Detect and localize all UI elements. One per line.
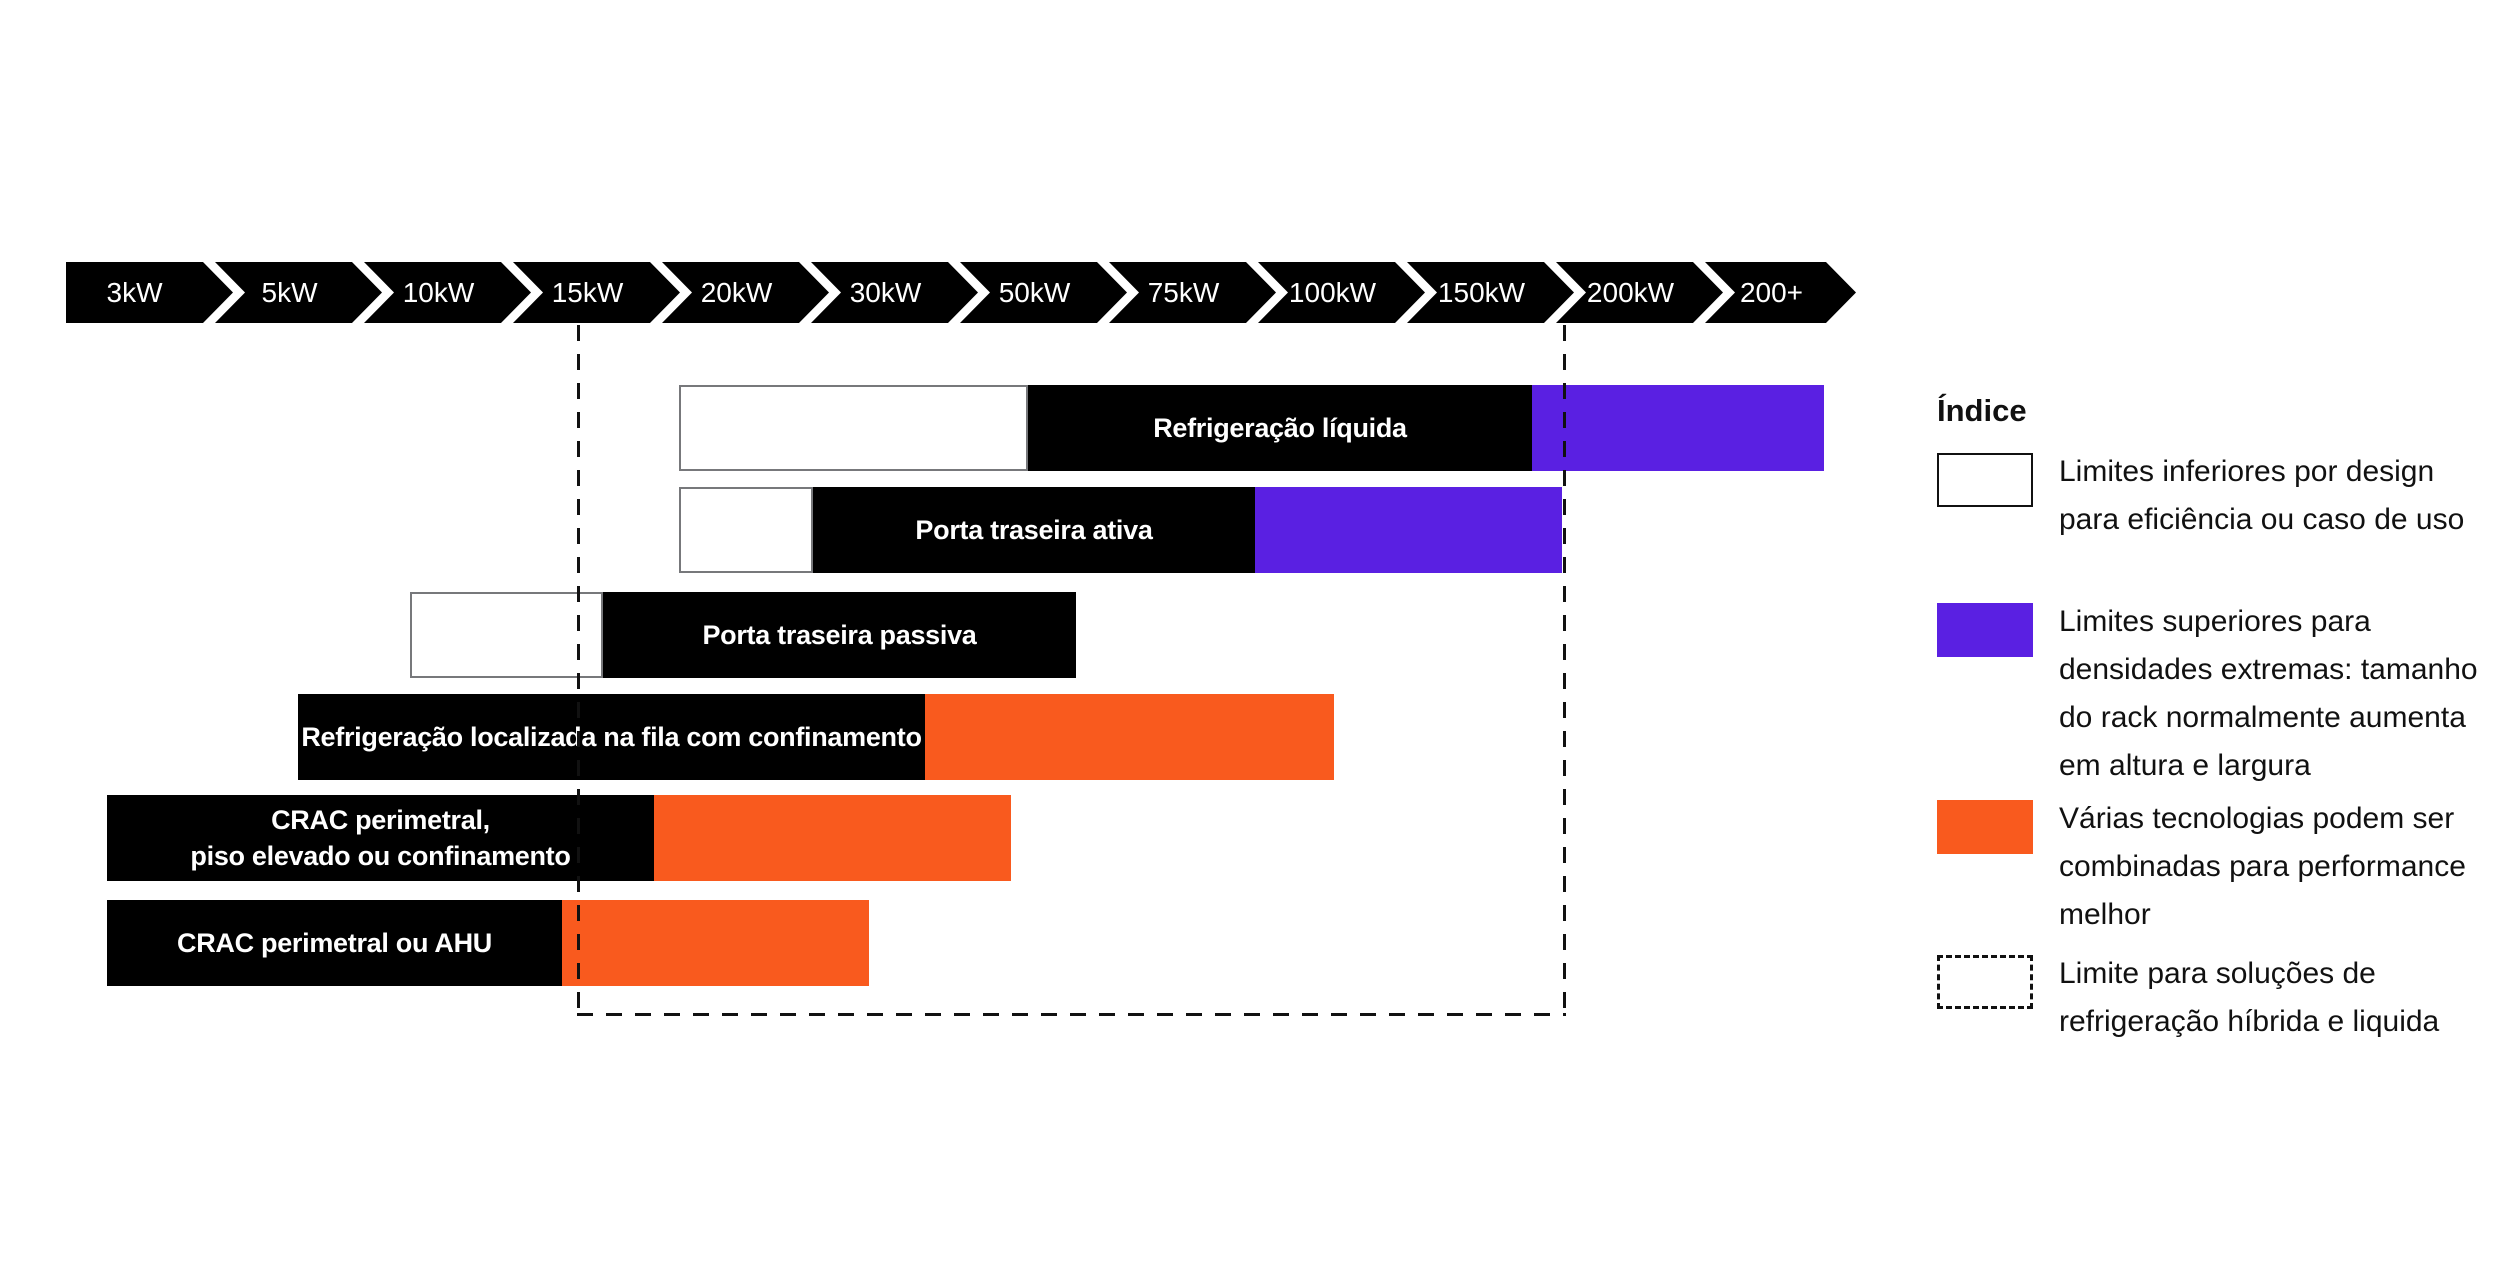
axis-segment-75kW: 75kW [1109, 262, 1276, 323]
axis-tick-label: 5kW [261, 276, 318, 308]
axis-tick-label: 200kW [1586, 276, 1675, 308]
legend-item-text: Limites inferiores por design para efici… [2059, 455, 2465, 536]
axis-tick-label: 10kW [402, 276, 475, 308]
legend-item-upper-limits: Limites superiores para densidades extre… [1937, 598, 2500, 790]
axis-tick-label: 100kW [1288, 276, 1377, 308]
purple-swatch-icon [1937, 603, 2033, 657]
axis-tick-label: 15kW [551, 276, 624, 308]
bar-segment-upper-extreme [1255, 487, 1562, 573]
axis-tick-label: 50kW [998, 276, 1071, 308]
axis-segment-5kW: 5kW [215, 262, 382, 323]
axis-tick-label: 30kW [849, 276, 922, 308]
legend-item-text: Limites superiores para densidades extre… [2059, 605, 2478, 782]
axis-segment-50kW: 50kW [960, 262, 1127, 323]
bar-label: Porta traseira ativa [915, 515, 1153, 545]
bar-segment-lower-limit [410, 592, 603, 678]
bar-segment-combinable [562, 900, 869, 986]
bar-label: Refrigeração líquida [1153, 413, 1407, 443]
bar-segment-combinable [925, 694, 1334, 780]
bar-segment-standard: Refrigeração localizada na fila com conf… [298, 694, 925, 780]
axis-segment-15kW: 15kW [513, 262, 680, 323]
axis-segment-150kW: 150kW [1407, 262, 1574, 323]
dashed-boundary-line [577, 1013, 1566, 1016]
legend-item-lower-limits: Limites inferiores por design para efici… [1937, 448, 2500, 544]
axis-segment-3kW: 3kW [66, 262, 233, 323]
bar-segment-standard: Porta traseira passiva [603, 592, 1076, 678]
axis-tick-label: 3kW [106, 276, 163, 308]
axis-segment-20kW: 20kW [662, 262, 829, 323]
bar-label: CRAC perimetral ou AHU [177, 928, 492, 958]
axis-segment-10kW: 10kW [364, 262, 531, 323]
orange-swatch-icon [1937, 800, 2033, 854]
legend-item-text: Várias tecnologias podem ser combinadas … [2059, 802, 2466, 931]
bar-segment-standard: CRAC perimetral, piso elevado ou confina… [107, 795, 654, 881]
bar-label: Porta traseira passiva [702, 620, 977, 650]
bar-label: CRAC perimetral, piso elevado ou confina… [190, 805, 571, 871]
axis-tick-label: 150kW [1437, 276, 1526, 308]
bar-label: Refrigeração localizada na fila com conf… [301, 722, 922, 752]
axis-tick-label: 200+ [1739, 276, 1804, 308]
legend-item-combinable: Várias tecnologias podem ser combinadas … [1937, 795, 2500, 939]
axis-segment-30kW: 30kW [811, 262, 978, 323]
axis-segment-200+: 200+ [1705, 262, 1856, 323]
bar-segment-combinable [654, 795, 1011, 881]
axis-segment-200kW: 200kW [1556, 262, 1723, 323]
bar-segment-lower-limit [679, 487, 813, 573]
bar-segment-upper-extreme [1532, 385, 1824, 471]
bar-segment-lower-limit [679, 385, 1028, 471]
white-swatch-icon [1937, 453, 2033, 507]
legend-item-text: Limite para soluções de refrigeração híb… [2059, 957, 2440, 1038]
bar-segment-standard: CRAC perimetral ou AHU [107, 900, 562, 986]
dashed-swatch-icon [1937, 955, 2033, 1009]
axis-tick-label: 75kW [1147, 276, 1220, 308]
axis-segment-100kW: 100kW [1258, 262, 1425, 323]
dashed-boundary-line [577, 325, 580, 1016]
legend-item-hybrid-liquid-limit: Limite para soluções de refrigeração híb… [1937, 950, 2500, 1046]
bar-segment-standard: Refrigeração líquida [1028, 385, 1532, 471]
legend-title: Índice [1937, 393, 2027, 428]
bar-segment-standard: Porta traseira ativa [813, 487, 1255, 573]
axis-tick-label: 20kW [700, 276, 773, 308]
dashed-boundary-line [1563, 325, 1566, 1016]
